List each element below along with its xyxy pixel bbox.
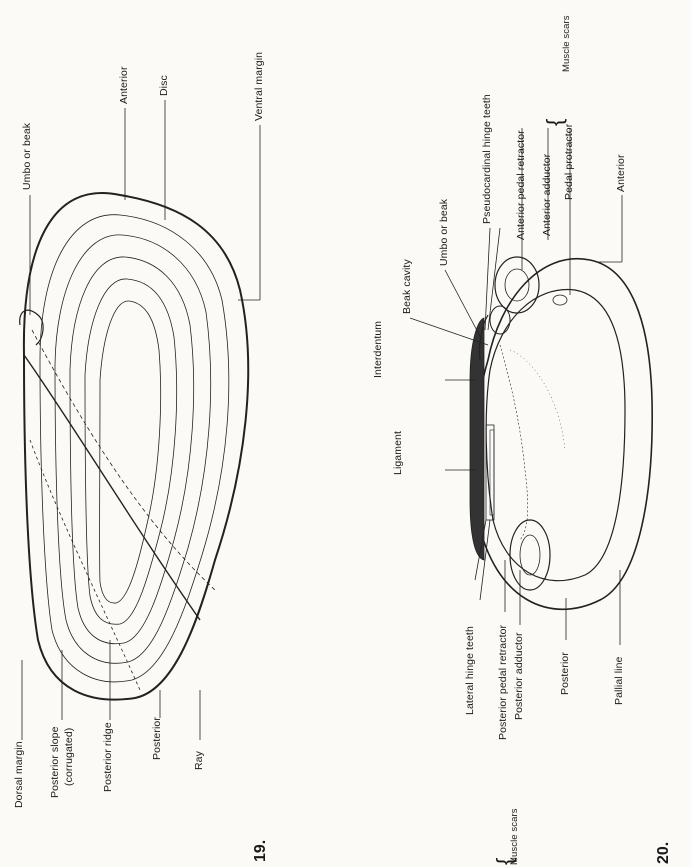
fig19-label-posterior-slope-note: (corrugated) — [64, 728, 75, 786]
fig20-label-anterior-pedal-retractor: Anterior pedal retractor — [516, 130, 527, 240]
fig20-shell-interior — [470, 257, 652, 609]
fig19-leader-lines — [22, 100, 260, 740]
fig20-label-posterior-pedal-retractor: Posterior pedal retractor — [498, 625, 509, 740]
fig19-label-ray: Ray — [194, 751, 205, 770]
fig19-label-umbo-or-beak: Umbo or beak — [22, 123, 33, 190]
fig20-label-lateral-hinge-teeth: Lateral hinge teeth — [465, 626, 476, 715]
fig19-label-posterior-slope: Posterior slope — [50, 726, 61, 798]
fig20-label-anterior-adductor: Anterior adductor — [542, 154, 553, 236]
fig19-shell-exterior — [20, 193, 249, 700]
fig20-label-ligament: Ligament — [393, 431, 404, 475]
figure-20-number: 20. — [655, 842, 673, 864]
fig20-label-posterior-adductor: Posterior adductor — [514, 632, 525, 720]
figure-19-number: 19. — [252, 840, 270, 862]
fig20-label-umbo-or-beak: Umbo or beak — [439, 199, 450, 266]
fig20-label-muscle-scars-bottom: Muscle scars — [510, 805, 520, 865]
fig20-label-pseudocardinal-hinge-teeth: Pseudocardinal hinge teeth — [482, 94, 493, 224]
fig20-label-anterior: Anterior — [616, 154, 627, 192]
fig20-label-pallial-line: Pallial line — [614, 657, 625, 705]
fig19-label-posterior: Posterior — [152, 717, 163, 760]
fig19-label-ventral-margin: Ventral margin — [254, 52, 265, 121]
fig20-label-pedal-protractor: Pedal protractor — [564, 124, 575, 200]
fig20-label-muscle-scars-top: Muscle scars — [562, 12, 572, 72]
fig20-label-beak-cavity: Beak cavity — [402, 259, 413, 314]
fig20-label-posterior: Posterior — [560, 652, 571, 695]
fig19-label-dorsal-margin: Dorsal margin — [14, 741, 25, 808]
fig19-label-posterior-ridge: Posterior ridge — [103, 722, 114, 792]
fig19-label-anterior: Anterior — [119, 66, 130, 104]
fig19-label-disc: Disc — [159, 75, 170, 96]
fig20-label-interdentum: Interdentum — [373, 321, 384, 378]
